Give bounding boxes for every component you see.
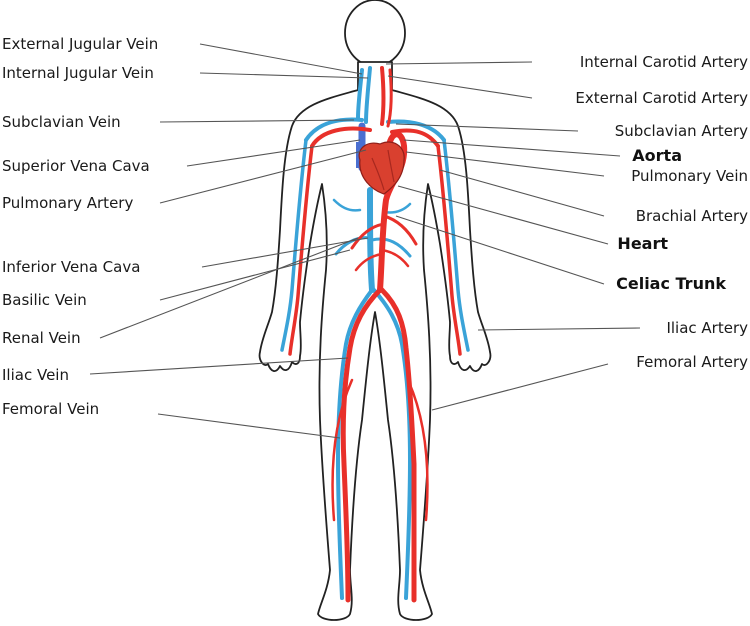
subclavian-vein-right [304,117,364,142]
arteries [288,66,462,603]
label-brachial-artery: Brachial Artery [636,207,748,225]
leader-pulmonary-vein [405,151,605,177]
leader-iliac-artery [477,327,641,331]
leader-pulmonary-artery [159,149,367,204]
internal-jugular-vein [364,66,372,124]
leader-superior-vena-cava [186,139,361,167]
basilic-vein-right [280,138,308,352]
iliac-artery-right [340,287,383,603]
label-external-jugular-vein: External Jugular Vein [2,35,158,53]
leader-femoral-artery [431,363,609,411]
label-femoral-artery: Femoral Artery [636,353,748,371]
leader-celiac-trunk [395,215,605,285]
label-basilic-vein: Basilic Vein [2,291,87,309]
leader-subclavian-artery [395,123,579,132]
femoral-branch-left [406,378,429,522]
leader-basilic-vein [159,249,351,301]
label-superior-vena-cava: Superior Vena Cava [2,157,150,175]
iliac-artery-left [379,287,417,603]
label-femoral-vein: Femoral Vein [2,400,99,418]
label-renal-vein: Renal Vein [2,329,81,347]
leader-femoral-vein [157,413,341,439]
celiac-trunk [350,214,418,250]
label-celiac-trunk: Celiac Trunk [616,274,726,293]
inferior-vena-cava [367,187,375,293]
internal-carotid-artery [380,66,386,126]
label-external-carotid-artery: External Carotid Artery [575,89,748,107]
renal-artery [354,248,410,272]
label-subclavian-artery: Subclavian Artery [615,122,748,140]
leader-internal-carotid-artery [385,61,533,65]
subclavian-artery-right [310,126,372,148]
label-aorta: Aorta [632,146,682,165]
label-subclavian-vein: Subclavian Vein [2,113,121,131]
subclavian-vein-left [386,119,446,142]
body-outline [258,0,492,621]
brachial-artery-left [436,144,462,356]
label-pulmonary-vein: Pulmonary Vein [631,167,748,185]
leader-lines-left [89,43,369,439]
leader-external-jugular-vein [199,43,363,75]
labels-left: External Jugular Vein Internal Jugular V… [2,35,158,418]
labels-right: Internal Carotid Artery External Carotid… [575,53,748,371]
external-carotid-artery [386,68,393,128]
brachial-artery-right [288,144,314,356]
basilic-vein-left [442,138,470,352]
heart [356,141,405,195]
leader-aorta [403,139,621,157]
label-internal-jugular-vein: Internal Jugular Vein [2,64,154,82]
leader-heart [397,185,609,245]
leader-inferior-vena-cava [201,237,369,268]
leader-iliac-vein [89,357,349,375]
label-heart: Heart [617,234,668,253]
leader-brachial-artery [439,169,605,217]
leader-subclavian-vein [159,119,355,123]
leader-external-carotid-artery [387,75,533,99]
label-iliac-artery: Iliac Artery [666,319,748,337]
label-pulmonary-artery: Pulmonary Artery [2,194,133,212]
label-internal-carotid-artery: Internal Carotid Artery [580,53,748,71]
external-jugular-vein [356,68,364,120]
label-inferior-vena-cava: Inferior Vena Cava [2,258,140,276]
label-iliac-vein: Iliac Vein [2,366,69,384]
leader-internal-jugular-vein [199,72,369,79]
leader-lines-right [385,61,641,411]
femoral-branch-right [331,378,354,522]
leader-renal-vein [99,237,359,339]
